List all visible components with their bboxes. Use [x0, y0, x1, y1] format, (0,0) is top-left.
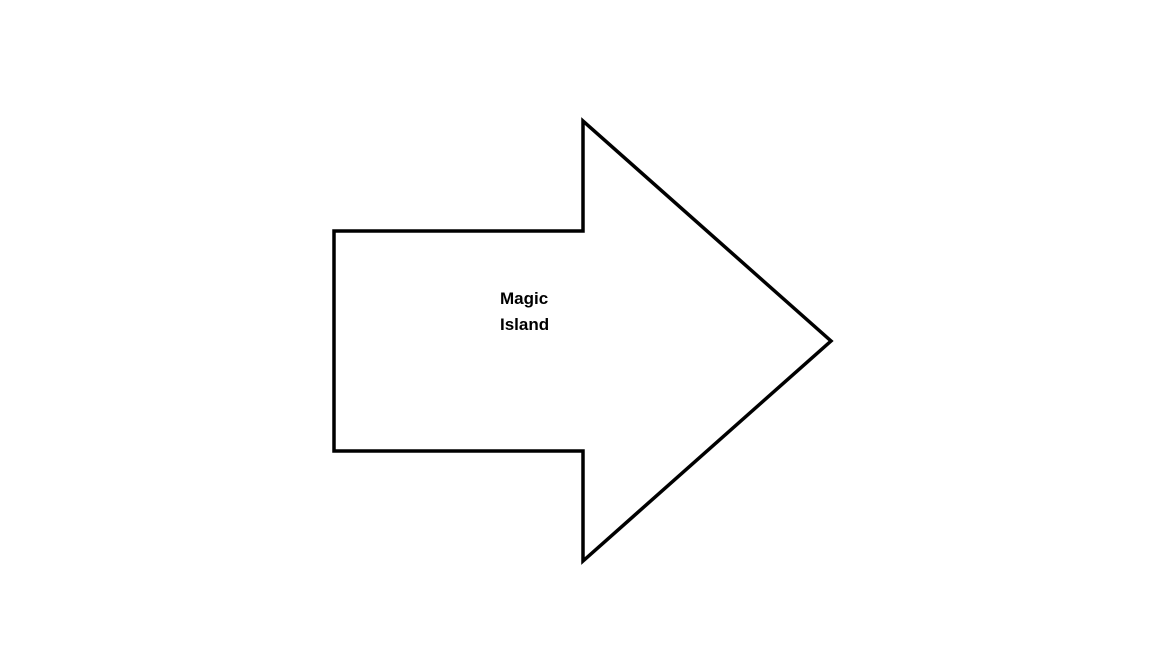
arrow-label-line-1: Magic: [500, 289, 548, 308]
arrow-label-line-2: Island: [500, 315, 549, 334]
right-arrow-shape: [332, 117, 834, 565]
